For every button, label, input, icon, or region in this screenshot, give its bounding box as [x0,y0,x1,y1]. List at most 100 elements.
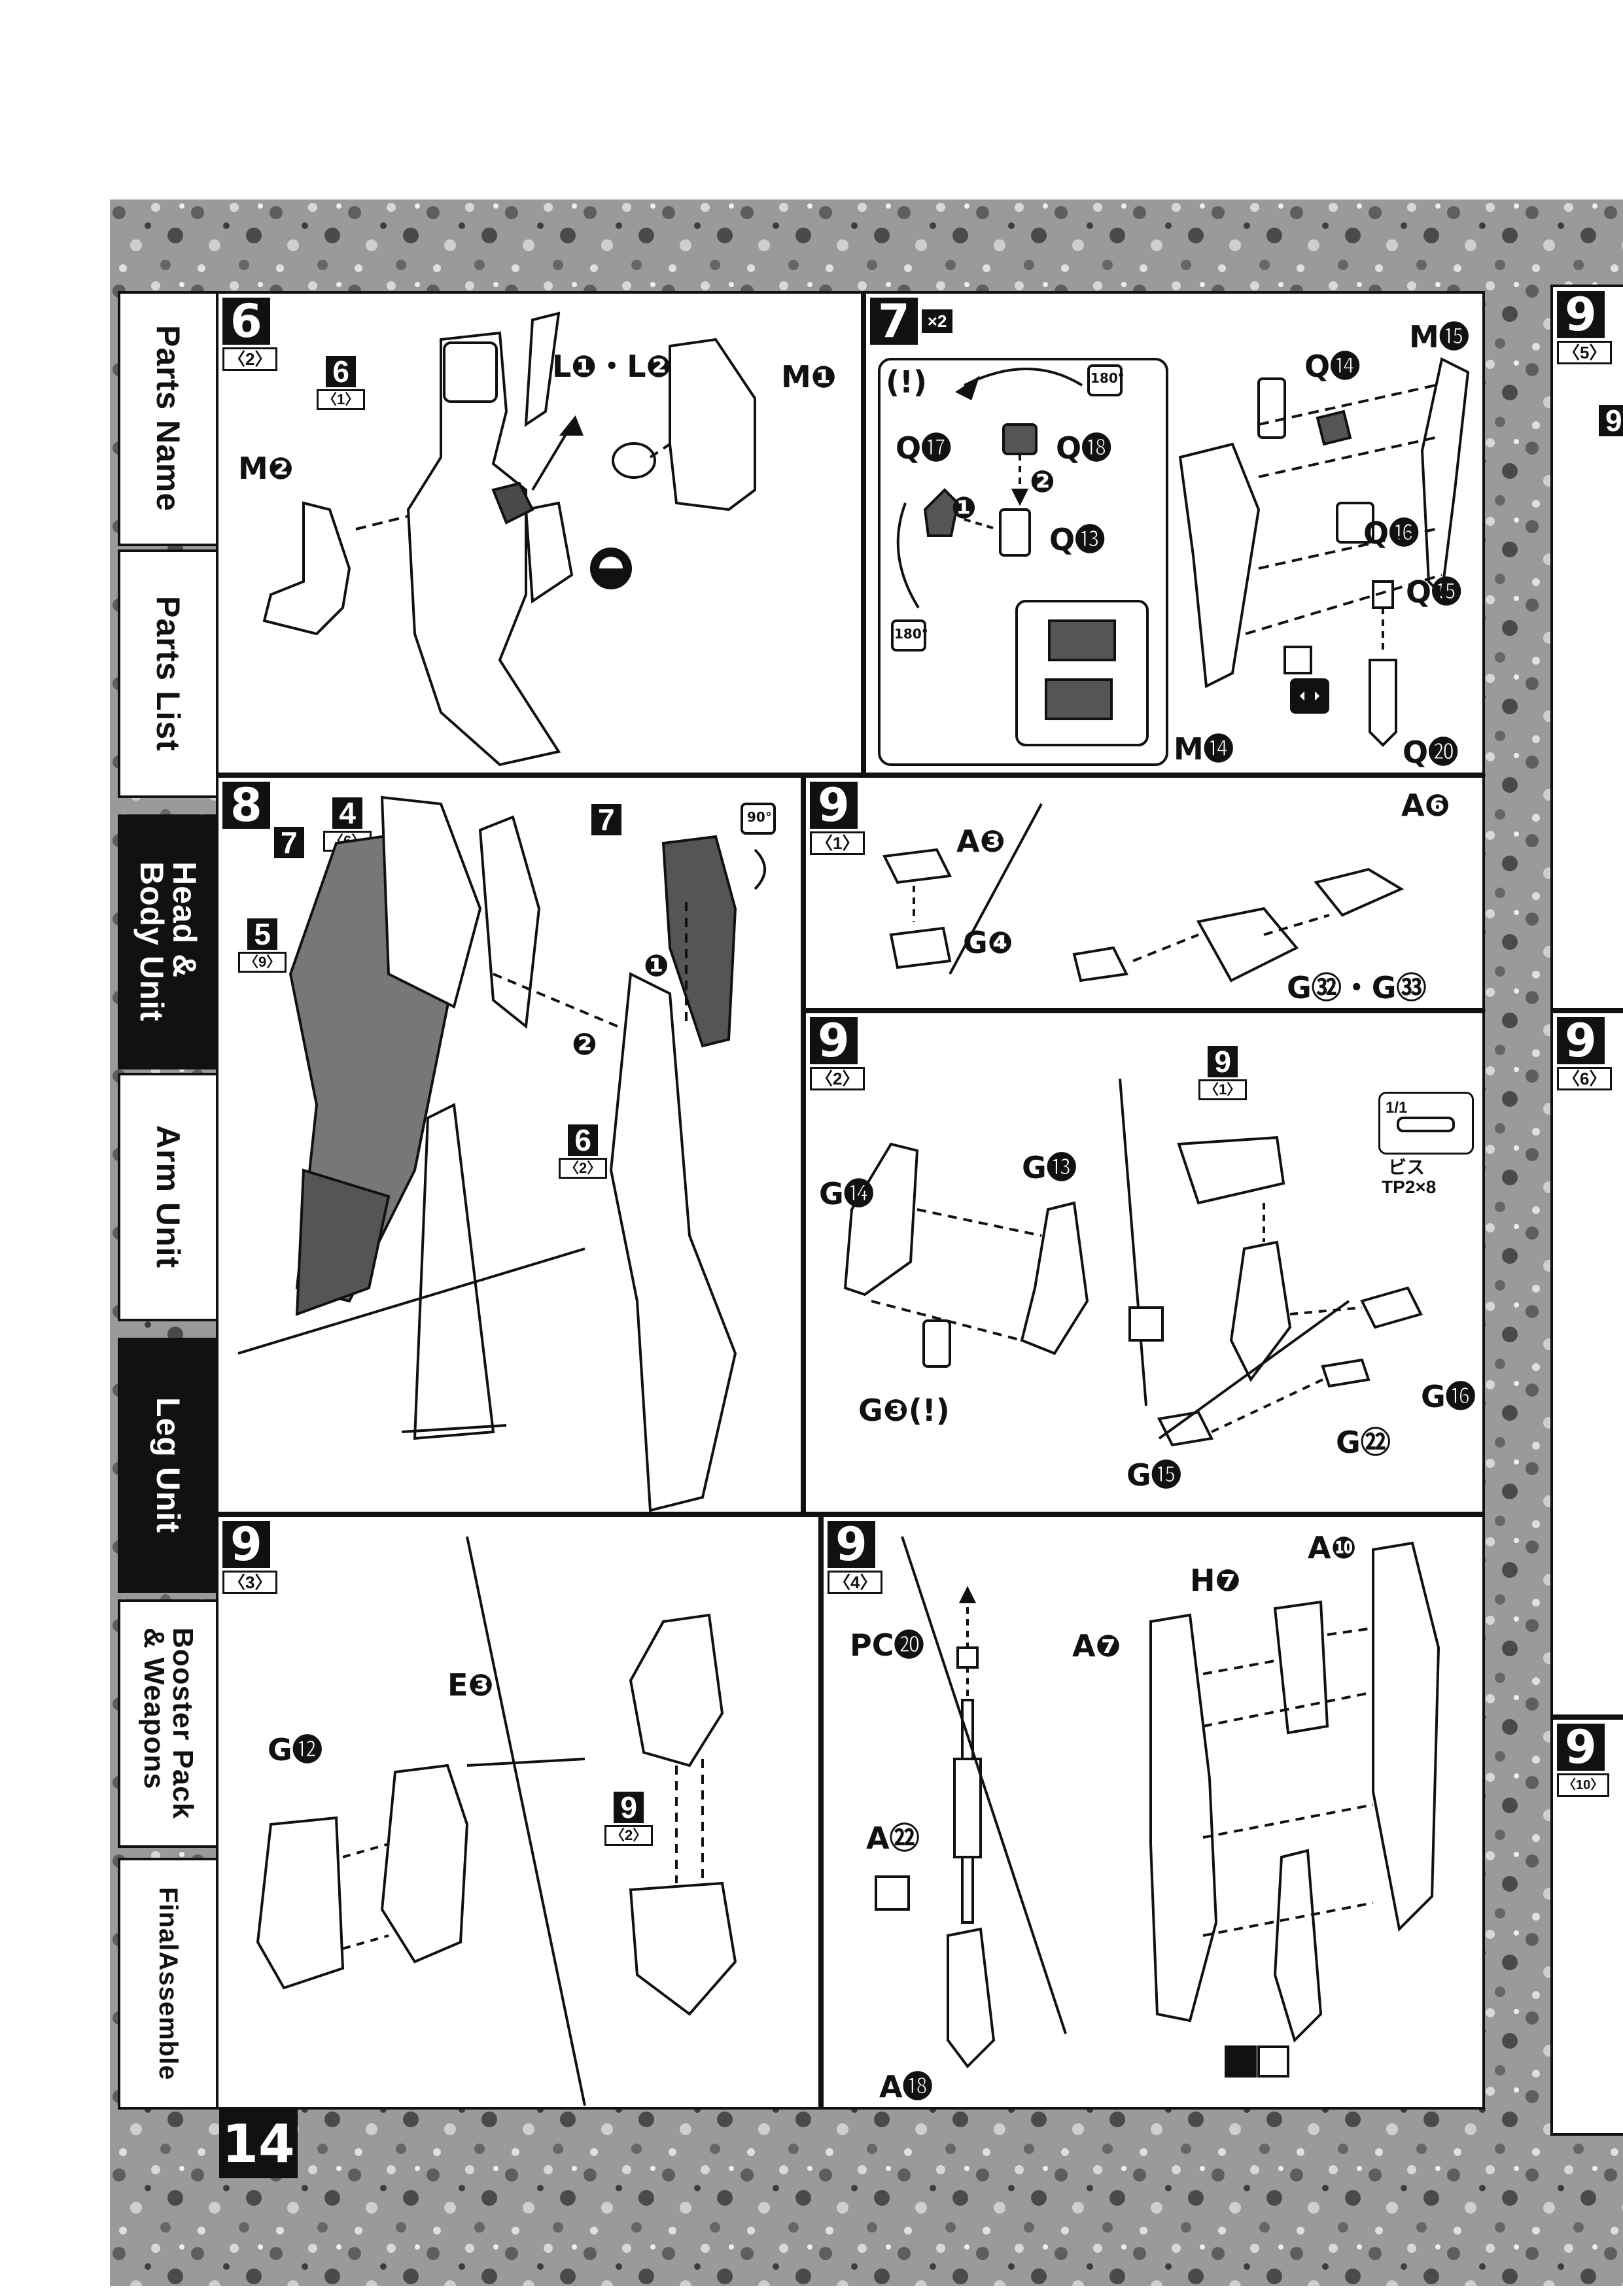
part-label-a10: A❿ [1308,1530,1357,1565]
step-substep: 〈2〉 [222,347,278,371]
sub-assembly-reference: 9 〈1〉 [1198,1046,1248,1100]
screw-count: 1/1 [1386,1099,1408,1117]
adjacent-page-strip: 9 〈5〉 9 9 〈6〉 9 〈10〉 [1550,275,1623,2159]
step-number: 8 [222,782,270,829]
tab-final-assemble[interactable]: FinalAssemble [118,1858,216,2110]
step-number: 9 [810,782,858,829]
part-label-q17: Q⓱ [896,430,952,466]
tab-label: Parts List [150,596,186,752]
reference-number: 9 [1599,405,1623,436]
screw-size: TP2×8 [1382,1177,1437,1197]
step-9-3-panel: 9 〈3〉 9 〈2〉 E❸ G⓬ [216,1514,821,2110]
order-marker: ❶ [951,490,977,525]
step-header: 9 〈6〉 [1557,1017,1613,1090]
tab-arm-unit[interactable]: Arm Unit [118,1073,216,1321]
part-label-pc20: PC⓴ [850,1627,924,1663]
part-label-m15: M⓯ [1409,319,1469,355]
assembly-illustration [882,803,1405,983]
step-header: 9 〈4〉 [828,1521,883,1594]
assembly-illustration [843,1078,1455,1447]
sub-assembly-reference: 6 〈1〉 [317,356,366,410]
reference-number: 7 [274,827,304,858]
tab-label: Head & Body Unit [133,861,203,1022]
step-number: 6 [222,298,270,345]
step-number: 9 [222,1521,270,1568]
step-9-5-panel: 9 〈5〉 9 [1550,285,1623,1011]
part-label-g15: G⓯ [1126,1457,1181,1493]
step-header: 9 〈10〉 [1557,1724,1610,1797]
step-number: 7 [870,298,918,345]
step-substep: 〈5〉 [1557,341,1613,364]
order-marker: ❶ [644,948,669,983]
assembly-illustration [237,795,776,1512]
part-label-g13: G⓭ [1022,1150,1077,1185]
step-header: 9 〈1〉 [810,782,865,855]
part-label-g32-g33: G㉜・G㉝ [1287,970,1427,1005]
part-label-q18: Q⓲ [1056,430,1112,466]
part-label-q15: Q⓯ [1406,574,1462,610]
assembly-illustration [256,1536,737,2106]
part-label-g16: G⓰ [1421,1379,1476,1414]
assembly-illustration [262,311,756,767]
part-label-g3: G❸(!) [858,1393,950,1428]
tab-label: Booster Pack & Weapons [138,1627,199,1820]
tab-booster-pack-weapons[interactable]: Booster Pack & Weapons [118,1599,216,1848]
tab-leg-unit[interactable]: Leg Unit [118,1338,216,1593]
step-substep: 〈6〉 [1557,1067,1613,1090]
tab-label: FinalAssemble [154,1887,183,2081]
part-label-g22: G㉒ [1336,1425,1391,1460]
part-label-q14: Q⓮ [1304,349,1361,384]
part-label-q20: Q⓴ [1403,735,1459,770]
order-marker: ❷ [572,1026,597,1062]
sub-assembly-reference: 7 [274,827,304,858]
reference-number: 9 [614,1792,644,1823]
step-header: 9 〈2〉 [810,1017,865,1090]
step-9-1-panel: 9 〈1〉 A❸ G❹ A❻ G㉜・G㉝ [803,775,1485,1011]
sub-assembly-reference: 6 〈2〉 [559,1124,608,1179]
reference-number: 6 [568,1124,598,1156]
tab-head-body-unit[interactable]: Head & Body Unit [118,814,216,1070]
tab-label: Leg Unit [150,1397,186,1533]
reference-number: 7 [591,804,621,835]
part-label-g12: G⓬ [268,1732,323,1767]
assembly-illustration [875,1536,1440,2078]
rotation-angle: 180° [894,626,928,642]
step-multiplier: ×2 [921,309,953,333]
tab-label: Arm Unit [150,1125,186,1269]
part-label-q16: Q⓰ [1363,515,1420,551]
step-number: 9 [810,1017,858,1064]
reference-sub: 〈2〉 [559,1158,608,1179]
reference-sub: 〈9〉 [238,952,287,973]
step-header: 9 〈3〉 [222,1521,278,1594]
reference-number: 4 [332,797,362,829]
part-label-a6: A❻ [1401,788,1450,823]
step-number: 9 [1557,1017,1605,1064]
tab-parts-list[interactable]: Parts List [118,549,216,798]
reference-number: 6 [326,356,356,387]
step-number: 9 [1557,291,1605,338]
step-substep: 〈10〉 [1557,1773,1610,1797]
step-header: 7 ×2 [870,298,953,345]
tab-parts-name[interactable]: Parts Name [118,291,216,546]
sub-assembly-reference: 5 〈9〉 [238,918,287,973]
step-substep: 〈4〉 [828,1571,883,1594]
step-header: 9 〈5〉 [1557,291,1613,364]
part-label-a18: A⓲ [879,2069,933,2104]
rotation-angle: 90° [747,809,772,825]
step-header: 6 〈2〉 [222,298,278,371]
caution-mark: (!) [886,364,928,400]
step-6-2-panel: 6 〈2〉 6 〈1〉 M❷ L❶・L❷ M❶ [216,291,864,775]
step-9-6-panel: 9 〈6〉 [1550,1011,1623,1717]
step-substep: 〈3〉 [222,1571,278,1594]
page-number: 14 [219,2110,298,2178]
step-substep: 〈2〉 [810,1067,865,1090]
sub-assembly-reference: 9 〈2〉 [604,1792,654,1846]
reference-sub: 〈2〉 [604,1825,654,1846]
step-number: 9 [828,1521,875,1568]
part-label-m2: M❷ [238,451,294,486]
sub-assembly-reference: 7 [591,804,621,835]
part-label-a3: A❸ [956,824,1005,859]
reference-sub: 〈1〉 [317,389,366,410]
screw-name: ビス [1388,1157,1425,1177]
sub-assembly-reference: 9 [1599,405,1623,436]
